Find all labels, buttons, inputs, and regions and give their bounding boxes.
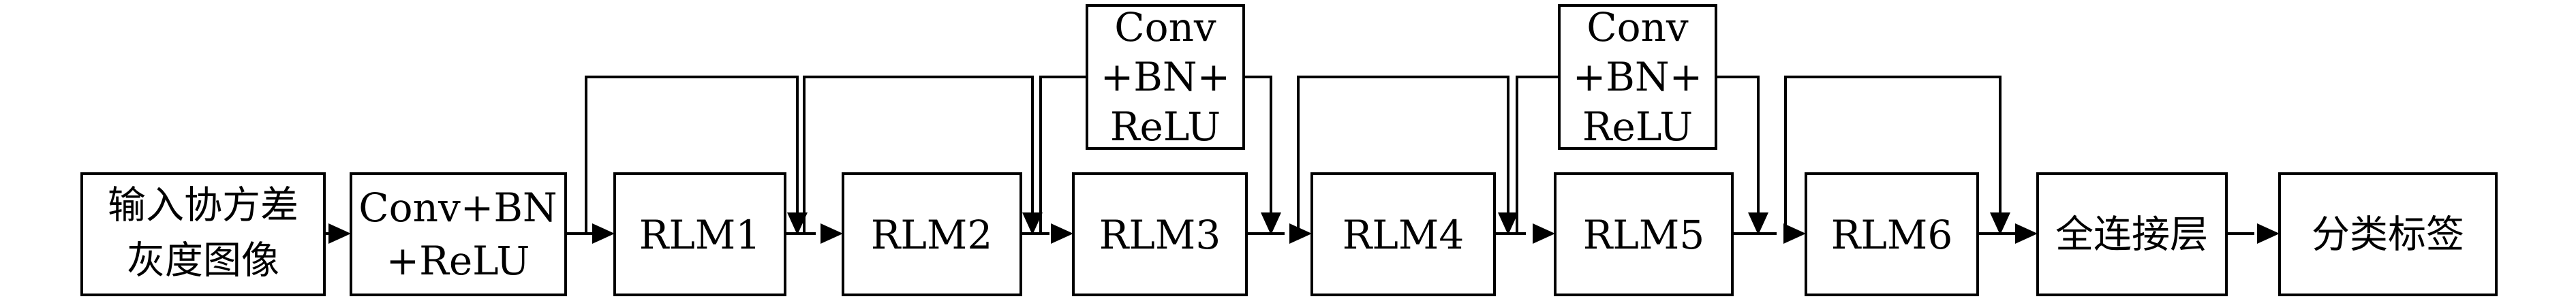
input-block-line2: 灰度图像 bbox=[127, 239, 279, 283]
shortcut-conv-block-a: Conv +BN+ ReLU bbox=[1086, 4, 1245, 150]
rlm2-block: RLM2 bbox=[842, 172, 1022, 296]
stem-conv-line1: Conv+BN bbox=[358, 185, 557, 231]
output-label: 分类标签 bbox=[2312, 213, 2464, 257]
rlm4-label: RLM4 bbox=[1343, 212, 1464, 258]
input-block: 输入协方差 灰度图像 bbox=[80, 172, 326, 296]
shortcut-conv-a-line1: Conv bbox=[1114, 4, 1216, 50]
shortcut-conv-b-line1: Conv bbox=[1586, 4, 1689, 50]
output-block: 分类标签 bbox=[2278, 172, 2498, 296]
arrowheads bbox=[328, 212, 2280, 244]
skip-connection-3-right bbox=[1244, 76, 1272, 221]
skip-connection-2 bbox=[803, 76, 1034, 234]
connectors bbox=[324, 76, 2254, 235]
shortcut-conv-b-line3: ReLU bbox=[1582, 104, 1693, 150]
skip-connection-4 bbox=[1297, 76, 1509, 234]
rlm6-block: RLM6 bbox=[1805, 172, 1979, 296]
rlm2-label: RLM2 bbox=[871, 212, 992, 258]
rlm3-label: RLM3 bbox=[1099, 212, 1221, 258]
rlm3-block: RLM3 bbox=[1072, 172, 1248, 296]
arrow-into-rlm4 bbox=[1289, 223, 1312, 244]
shortcut-conv-a-line3: ReLU bbox=[1110, 104, 1221, 150]
stem-conv-line2: +ReLU bbox=[386, 238, 530, 284]
arrow-into-stem bbox=[328, 223, 351, 244]
rlm1-block: RLM1 bbox=[613, 172, 786, 296]
rlm1-label: RLM1 bbox=[639, 212, 761, 258]
skip-connection-3-left bbox=[1039, 76, 1087, 234]
rlm6-label: RLM6 bbox=[1831, 212, 1952, 258]
arrow-into-rlm1 bbox=[592, 223, 615, 244]
shortcut-conv-b-line2: +BN+ bbox=[1573, 54, 1703, 100]
skip-connection-6 bbox=[1784, 76, 2002, 234]
input-block-line1: 输入协方差 bbox=[108, 184, 298, 228]
arrow-merge-3 bbox=[1261, 212, 1281, 235]
shortcut-conv-block-b: Conv +BN+ ReLU bbox=[1558, 4, 1717, 150]
arrow-merge-5 bbox=[1748, 212, 1768, 235]
fully-connected-block: 全连接层 bbox=[2036, 172, 2228, 296]
arrow-merge-2 bbox=[1022, 212, 1043, 235]
shortcut-conv-a-line2: +BN+ bbox=[1101, 54, 1231, 100]
arrow-into-fc bbox=[2015, 223, 2038, 244]
stem-conv-block: Conv+BN +ReLU bbox=[350, 172, 567, 296]
skip-connection-5-right bbox=[1716, 76, 1760, 221]
arrow-into-rlm2 bbox=[821, 223, 843, 244]
rlm5-block: RLM5 bbox=[1554, 172, 1734, 296]
rlm4-block: RLM4 bbox=[1310, 172, 1496, 296]
arrow-merge-4 bbox=[1498, 212, 1518, 235]
arrow-into-rlm3 bbox=[1051, 223, 1073, 244]
rlm5-label: RLM5 bbox=[1583, 212, 1704, 258]
arrow-merge-6 bbox=[1990, 212, 2010, 235]
arrow-into-rlm5 bbox=[1533, 223, 1555, 244]
arrow-merge-1 bbox=[787, 212, 808, 235]
fully-connected-label: 全连接层 bbox=[2055, 213, 2208, 257]
arrow-into-rlm6 bbox=[1783, 223, 1806, 244]
skip-connection-1 bbox=[585, 76, 799, 234]
arrow-into-output bbox=[2257, 223, 2280, 244]
skip-connection-5-left bbox=[1516, 76, 1559, 234]
